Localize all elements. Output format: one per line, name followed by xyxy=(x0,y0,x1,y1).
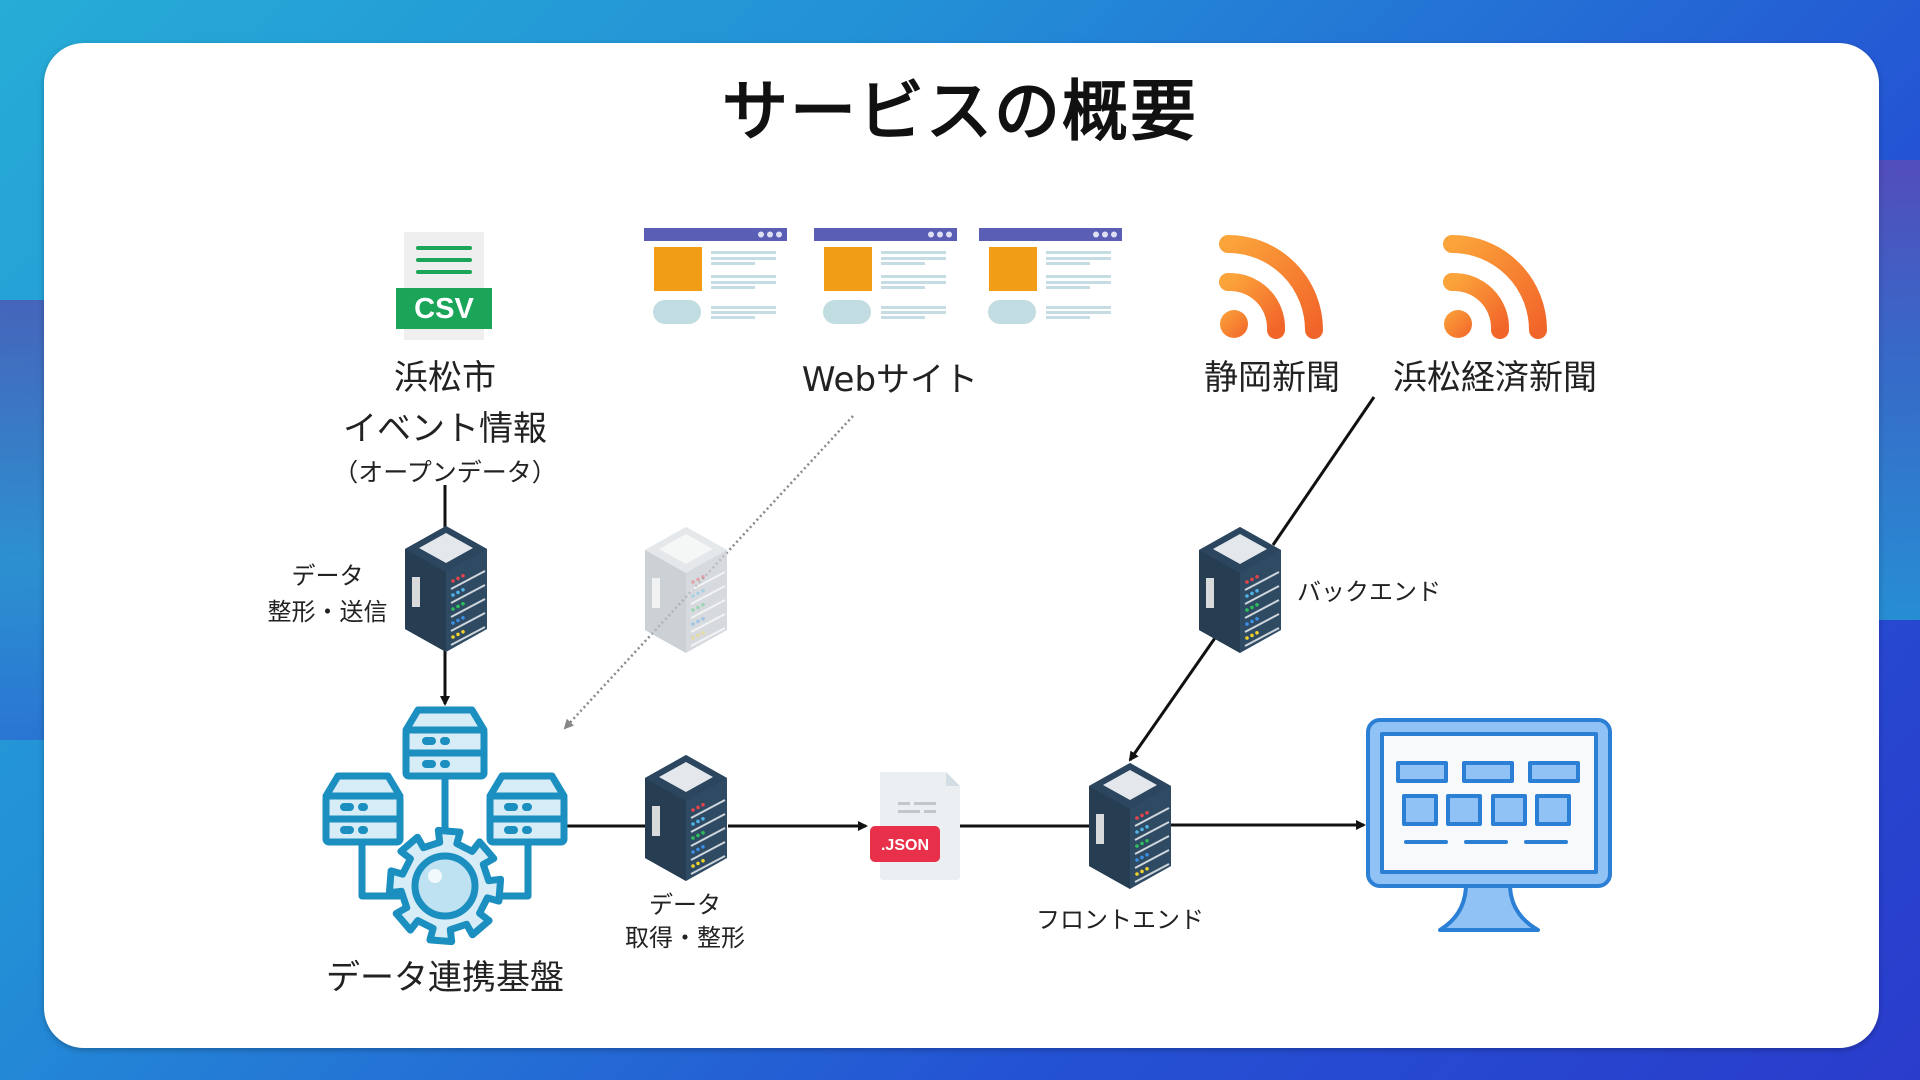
connector-backend-to-frontend xyxy=(1128,637,1217,762)
website-label: Webサイト xyxy=(801,360,979,400)
opendata-label-city: 浜松市 xyxy=(394,358,496,398)
slide-title: サービスの概要 xyxy=(722,73,1198,150)
opendata-label-event: イベント情報 xyxy=(343,409,547,449)
csv-file-icon: CSV xyxy=(396,232,492,340)
data-platform-icon xyxy=(322,706,568,946)
server-icon-scraper xyxy=(645,527,727,653)
server-fetch-label-2: 取得・整形 xyxy=(625,924,745,952)
opendata-label-type: （オープンデータ） xyxy=(333,458,557,487)
webpage-icon xyxy=(979,228,1122,324)
connector-news-to-backend xyxy=(1271,396,1376,546)
webpage-icon xyxy=(814,228,957,324)
csv-badge-text: CSV xyxy=(414,293,474,325)
background-shape-right xyxy=(1879,160,1920,620)
platform-label: データ連携基盤 xyxy=(326,958,564,998)
news-label-shizuoka: 静岡新聞 xyxy=(1204,358,1340,398)
connector-website-to-platform xyxy=(563,415,854,730)
gear-icon xyxy=(385,826,505,946)
json-badge-text: .JSON xyxy=(881,837,929,854)
monitor-icon xyxy=(1366,718,1612,932)
server-icon-backend xyxy=(1199,527,1281,653)
frontend-label: フロントエンド xyxy=(1036,906,1204,934)
server-icon-frontend xyxy=(1089,763,1171,889)
rss-icon xyxy=(1443,235,1547,339)
backend-label: バックエンド xyxy=(1297,578,1441,606)
server-icon-data-fetch xyxy=(645,755,727,881)
rss-icon xyxy=(1219,235,1323,339)
json-file-icon: .JSON xyxy=(870,772,960,880)
server-send-label-1: データ xyxy=(291,562,364,590)
webpage-icon xyxy=(644,228,787,324)
server-icon-data-send xyxy=(405,526,487,652)
platform-server-left xyxy=(322,772,404,846)
news-label-hamamatsu-keizai: 浜松経済新聞 xyxy=(1393,358,1597,398)
server-send-label-2: 整形・送信 xyxy=(267,598,388,626)
background-shape-left xyxy=(0,300,44,740)
server-fetch-label-1: データ xyxy=(649,891,721,919)
